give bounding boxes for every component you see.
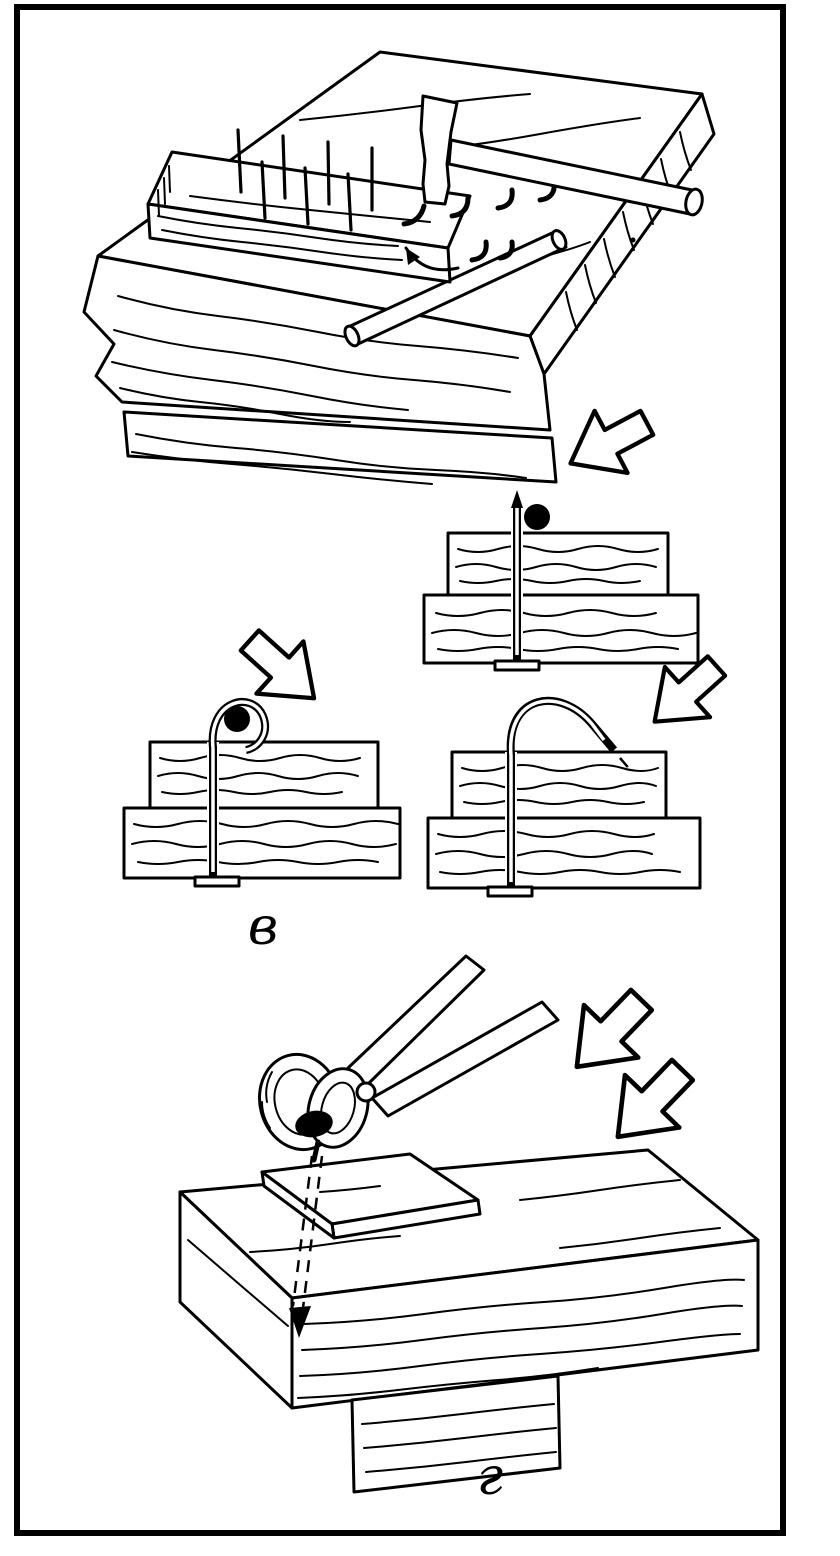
press-direction-arrow-icon bbox=[554, 392, 663, 495]
hammer-head bbox=[419, 94, 459, 206]
clinched-nail-tips bbox=[401, 179, 557, 272]
large-wood-board bbox=[82, 50, 716, 485]
nail-head bbox=[193, 875, 241, 888]
board-stack bbox=[122, 740, 402, 880]
nail-head bbox=[493, 659, 541, 672]
rod-cross-section bbox=[224, 706, 250, 732]
hooked-nail bbox=[486, 696, 633, 898]
panel-label-g: г bbox=[477, 1447, 503, 1507]
panel-nail-hooked bbox=[426, 641, 739, 898]
nail-point bbox=[289, 1306, 311, 1338]
pivot-bolt bbox=[355, 1081, 377, 1103]
large-wood-board bbox=[178, 1148, 760, 1410]
board-stack bbox=[422, 531, 700, 665]
panel-nail-clinched: в bbox=[122, 614, 402, 957]
nail-upright bbox=[493, 490, 541, 672]
pincers-handle bbox=[370, 1000, 560, 1118]
nail-bent-over-rod bbox=[193, 698, 269, 888]
rod-cross-section bbox=[524, 504, 550, 530]
cross-board-below bbox=[350, 1374, 562, 1494]
protruding-nail-points bbox=[236, 128, 374, 232]
hammer bbox=[419, 94, 704, 217]
panel-nail-over-rod bbox=[422, 392, 700, 672]
ink-speck bbox=[630, 237, 636, 243]
gripped-nail-head bbox=[295, 1110, 333, 1138]
nail-being-bent bbox=[401, 203, 427, 227]
nail-being-pulled bbox=[289, 1139, 324, 1338]
figure-border bbox=[14, 4, 786, 1536]
thin-lath-board bbox=[146, 150, 472, 284]
nail-head bbox=[486, 885, 534, 898]
press-direction-arrow-icon bbox=[550, 974, 669, 1093]
panel-pincers-removal: г bbox=[178, 954, 760, 1507]
pincers bbox=[257, 954, 560, 1152]
panel-clinching-overview bbox=[82, 50, 716, 485]
board-stack bbox=[426, 750, 702, 890]
panel-label-v: в bbox=[248, 897, 278, 957]
